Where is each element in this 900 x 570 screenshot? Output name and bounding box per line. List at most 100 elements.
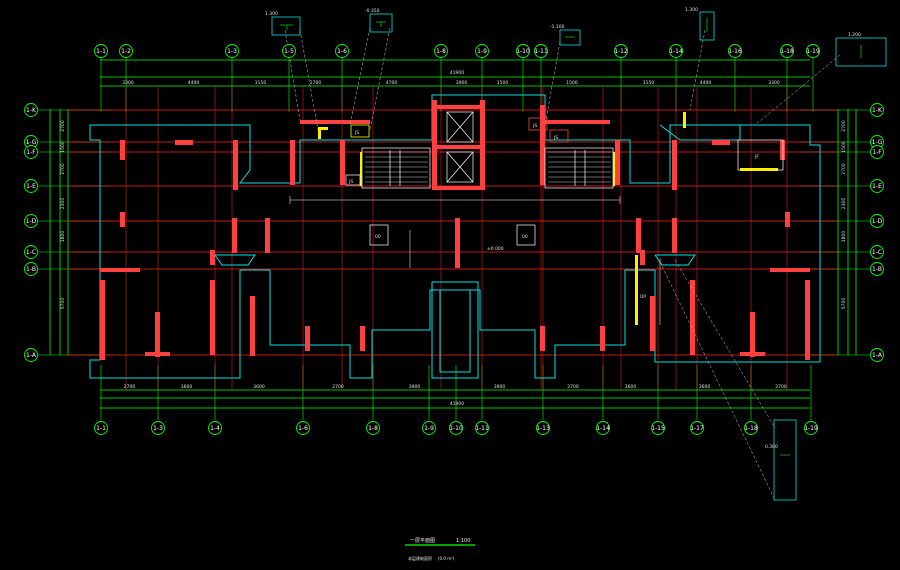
- axis-top-1-3: 1-3: [225, 44, 239, 58]
- axis-bottom-1-6-label: 1-6: [298, 425, 308, 432]
- axis-bottom-1-1: 1-1: [94, 421, 108, 435]
- axis-left-1-F-label: 1-F: [26, 149, 36, 156]
- left-dim-2: 2700: [60, 163, 66, 175]
- axis-right-1-D-label: 1-D: [872, 218, 883, 225]
- axis-left-1-D: 1-D: [24, 214, 38, 228]
- axis-left-1-A: 1-A: [24, 348, 38, 362]
- top-dim-8: 3150: [643, 80, 655, 86]
- left-dim-4: 1800: [60, 231, 66, 243]
- axis-right-1-C-label: 1-C: [872, 249, 882, 256]
- axis-top-1-9-label: 1-9: [477, 48, 487, 55]
- axis-bottom-1-9: 1-9: [422, 421, 436, 435]
- axis-top-1-14-label: 1-14: [669, 48, 683, 55]
- callout-elev-1: 1.300: [265, 11, 278, 17]
- highlights: [318, 112, 778, 325]
- axis-top-1-12-label: 1-12: [614, 48, 628, 55]
- axis-bottom-1-19-label: 1-19: [804, 425, 818, 432]
- top-dim-0: 3300: [122, 80, 134, 86]
- axis-top-1-18: 1-18: [780, 44, 794, 58]
- js-label-3: JS: [553, 135, 558, 141]
- axis-bottom-1-13: 1-13: [536, 421, 550, 435]
- js-label-4: JS: [348, 179, 353, 185]
- shaft-label-1: 00: [375, 234, 381, 240]
- bottom-dim-7: 3600: [625, 384, 637, 390]
- axis-right-1-K-label: 1-K: [872, 107, 883, 114]
- area-note: 本层建筑面积: [408, 555, 432, 561]
- area-value: (0.0 m²): [438, 556, 455, 561]
- axis-bottom-1-18-label: 1-18: [744, 425, 758, 432]
- dimension-frame: [49, 59, 857, 409]
- callout-box-5: [835, 37, 887, 67]
- callout-elev-6: 0.300: [765, 444, 778, 450]
- axis-bottom-1-9-label: 1-9: [424, 425, 434, 432]
- axis-top-1-11: 1-11: [534, 44, 548, 58]
- top-dim-7: 1500: [566, 80, 578, 86]
- callout-arrows: [280, 18, 862, 456]
- axis-top-1-3-label: 1-3: [227, 48, 237, 55]
- axis-bottom-1-14: 1-14: [596, 421, 610, 435]
- axis-top-1-19-label: 1-19: [806, 48, 820, 55]
- axis-left-1-F: 1-F: [24, 145, 38, 159]
- axis-top-1-8-label: 1-8: [436, 48, 446, 55]
- js-label-1: JS: [354, 130, 359, 136]
- axis-bottom-1-14-label: 1-14: [596, 425, 610, 432]
- axis-bottom-1-13-label: 1-13: [536, 425, 550, 432]
- title-block: 一层平面图 1:100 本层建筑面积 (0.0 m²): [405, 538, 475, 561]
- axis-top-1-11-label: 1-11: [534, 48, 548, 55]
- bottom-total-dim: 41900: [450, 401, 464, 407]
- axis-bottom-1-4: 1-4: [208, 421, 222, 435]
- axis-left-1-B: 1-B: [24, 262, 38, 276]
- axis-bottom-1-10-label: 1-10: [449, 425, 463, 432]
- axis-right-1-E: 1-E: [870, 179, 884, 193]
- right-dim-5: 5700: [841, 298, 847, 310]
- axis-top-1-5: 1-5: [282, 44, 296, 58]
- axis-left-1-D-label: 1-D: [26, 218, 37, 225]
- left-dim-5: 5700: [60, 298, 66, 310]
- axis-left-1-K: 1-K: [24, 103, 38, 117]
- top-dim-4: 4700: [386, 80, 398, 86]
- axis-left-1-C: 1-C: [24, 245, 38, 259]
- drawing-scale: 1:100: [456, 538, 470, 544]
- top-dim-1: 4400: [188, 80, 200, 86]
- callout-box-3: [559, 29, 581, 46]
- bottom-dim-8: 3600: [699, 384, 711, 390]
- bottom-dim-5: 3900: [494, 384, 506, 390]
- axis-bottom-1-1-label: 1-1: [96, 425, 106, 432]
- axis-bottom-1-11-label: 1-11: [475, 425, 489, 432]
- axis-top-1-16: 1-16: [728, 44, 742, 58]
- top-dim-5: 3900: [456, 80, 468, 86]
- right-dim-1: 1500: [841, 141, 847, 153]
- axis-top-1-19: 1-19: [806, 44, 820, 58]
- left-dim-3: 2300: [60, 198, 66, 210]
- axis-right-1-A-label: 1-A: [872, 352, 883, 359]
- inner-dim-line: [289, 196, 661, 325]
- top-total-dim: 41900: [450, 70, 464, 76]
- axis-right-1-B: 1-B: [870, 262, 884, 276]
- axis-right-1-D: 1-D: [870, 214, 884, 228]
- top-dim-6: 1500: [497, 80, 509, 86]
- callout-box-6: [773, 419, 797, 501]
- axis-bottom-1-3: 1-3: [151, 421, 165, 435]
- top-dim-9: 4400: [700, 80, 712, 86]
- top-dim-10: 3300: [768, 80, 780, 86]
- left-dim-0: 2700: [60, 120, 66, 132]
- axis-top-1-14: 1-14: [669, 44, 683, 58]
- axis-bottom-1-19: 1-19: [804, 421, 818, 435]
- axis-top-1-2: 1-2: [119, 44, 133, 58]
- axis-right-1-A: 1-A: [870, 348, 884, 362]
- callout-elev-5: 1.200: [848, 32, 861, 38]
- stairs: [361, 111, 784, 246]
- axis-right-1-B-label: 1-B: [872, 266, 882, 273]
- axis-left-1-E-label: 1-E: [26, 183, 36, 190]
- bottom-dim-4: 3900: [409, 384, 421, 390]
- axis-top-1-9: 1-9: [475, 44, 489, 58]
- callout-elev-3: -1.100: [550, 24, 565, 30]
- level-mark: ±0.000: [487, 246, 504, 252]
- jf-label: JF: [754, 154, 759, 160]
- right-dim-0: 2700: [841, 120, 847, 132]
- bottom-dim-3: 2700: [332, 384, 344, 390]
- left-dim-1: 1500: [60, 141, 66, 153]
- axis-bottom-1-3-label: 1-3: [153, 425, 163, 432]
- axis-top-1-6-label: 1-6: [337, 48, 347, 55]
